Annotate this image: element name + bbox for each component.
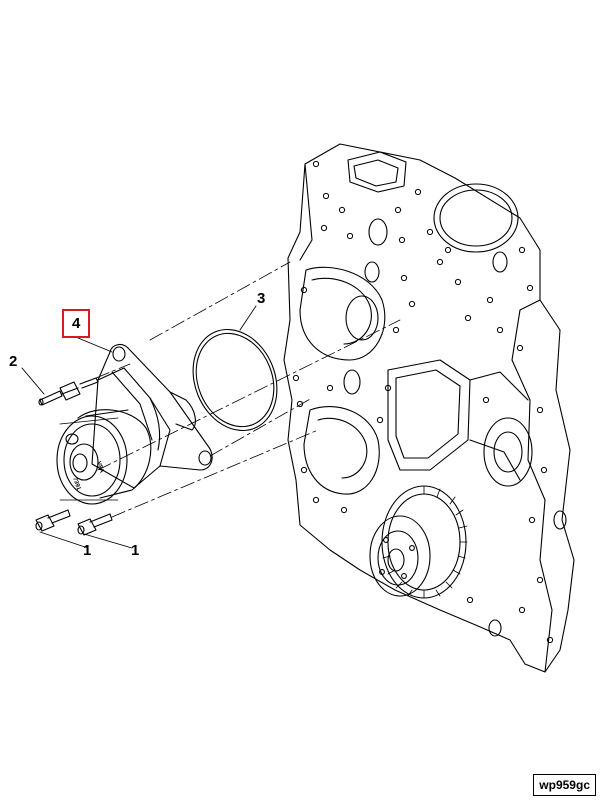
o-ring-seal	[192, 328, 278, 432]
pump-face-markings: V8A 7391	[71, 461, 104, 492]
engine-front-housing	[283, 143, 575, 673]
water-pump	[56, 343, 213, 505]
callout-label-3: 3	[257, 290, 266, 307]
stud-bolt	[38, 377, 99, 406]
cap-screw-left	[35, 509, 71, 532]
idler-gear	[369, 485, 468, 599]
callout-label-1-left: 1	[83, 542, 92, 559]
callout-label-1-right: 1	[131, 542, 140, 559]
leader-lines	[21, 305, 257, 549]
svg-text:V8A: V8A	[95, 461, 105, 475]
assembly-centerlines	[95, 261, 401, 518]
callout-label-4: 4	[62, 309, 91, 338]
figure-reference-code: wp959gc	[533, 774, 596, 796]
callout-label-2: 2	[9, 353, 18, 370]
cap-screw-right	[77, 513, 113, 536]
svg-text:7391: 7391	[71, 477, 81, 492]
